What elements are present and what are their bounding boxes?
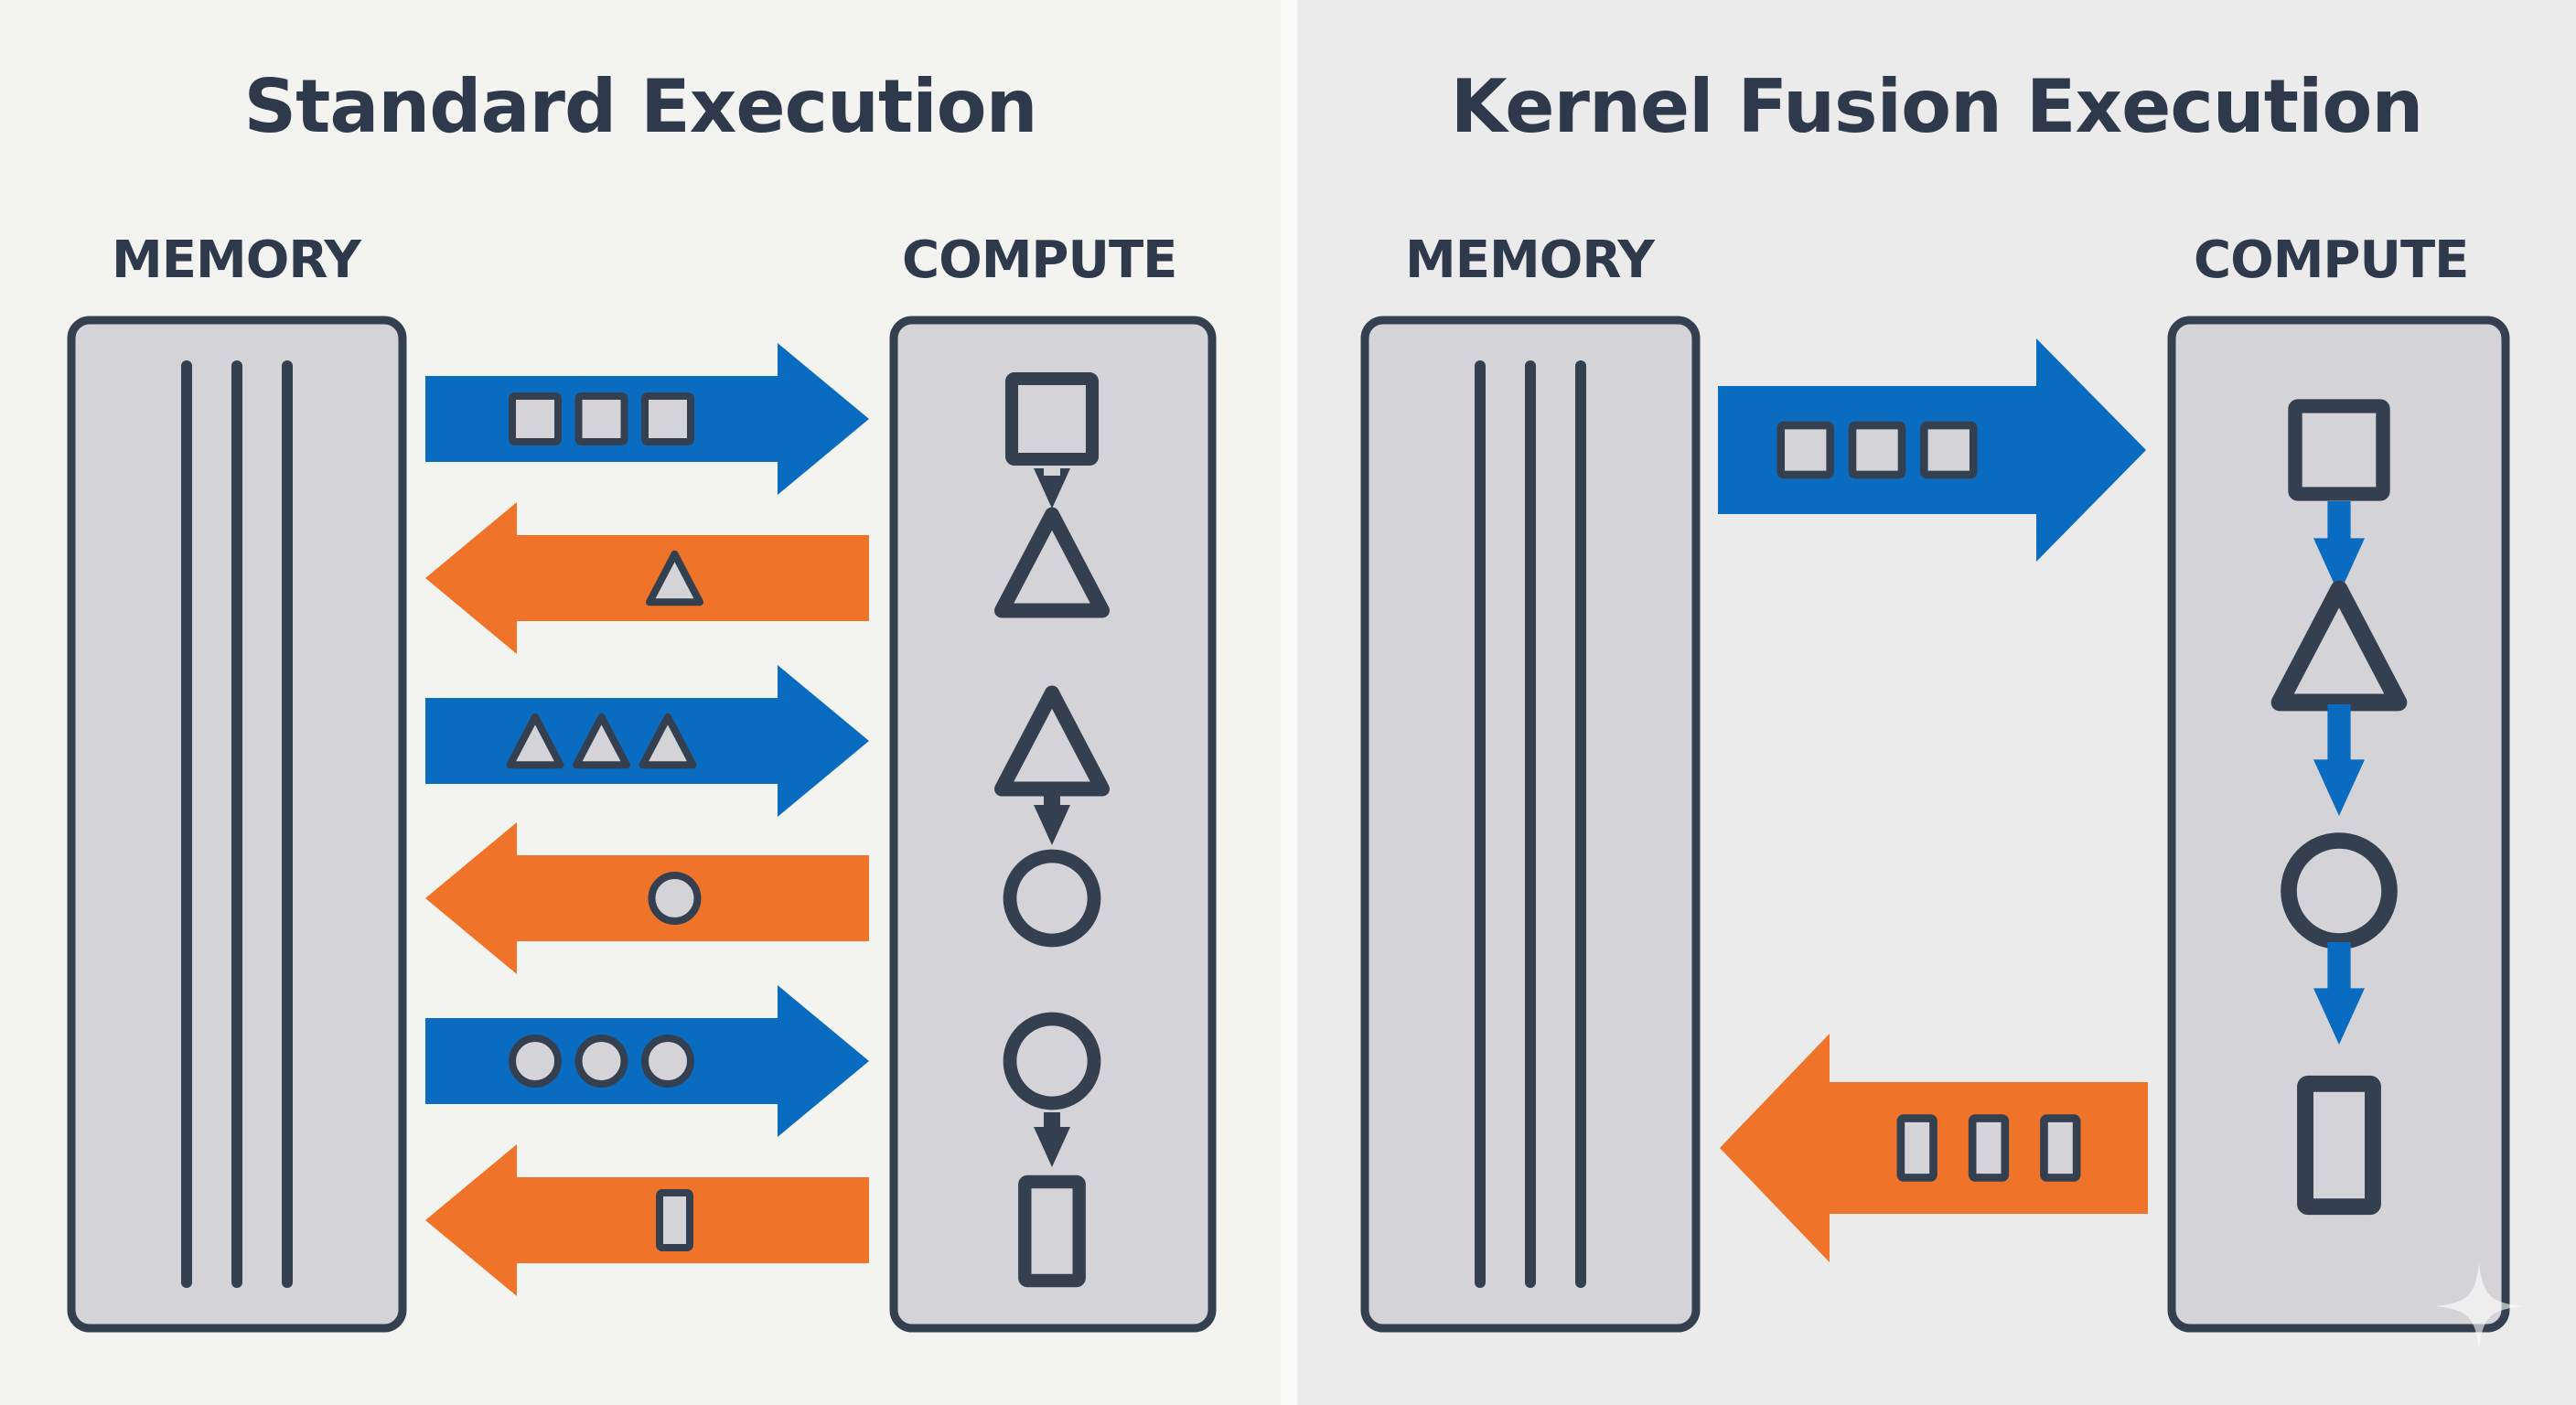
compute-step-triangle-icon <box>994 685 1110 797</box>
memory-block <box>1360 316 1701 1333</box>
sparkle-icon <box>2435 1262 2523 1350</box>
step-arrow-icon <box>2313 942 2365 1045</box>
step-arrow-icon <box>2313 501 2365 595</box>
payload-rectangle-icon <box>1968 1114 2010 1182</box>
payload-rectangle-icon <box>656 1189 693 1251</box>
payload-circle-icon <box>509 1035 562 1088</box>
step-arrow-icon-shape <box>1034 468 1070 509</box>
payload-square-icon <box>574 392 628 445</box>
transfer-arrow-orange <box>425 502 869 654</box>
compute-step-square-icon <box>2288 399 2390 501</box>
compute-step-triangle-icon <box>2270 580 2408 712</box>
step-arrow-icon-shape <box>1034 1112 1070 1167</box>
memory-label: MEMORY <box>112 231 361 290</box>
step-arrow-icon-shape <box>2313 704 2365 816</box>
compute-step-circle-icon <box>1003 849 1101 948</box>
step-arrow-icon-shape <box>1034 796 1070 845</box>
step-arrow-icon <box>2313 704 2365 816</box>
payload-circle-icon <box>648 872 702 925</box>
transfer-arrow-blue-shape <box>425 665 869 817</box>
payload-square-icon <box>641 392 694 445</box>
payload-square-icon <box>1848 421 1906 479</box>
compute-step-square-icon <box>1004 371 1100 467</box>
compute-label: COMPUTE <box>902 231 1177 290</box>
payload-square-icon <box>1776 421 1835 479</box>
step-arrow-icon <box>1034 796 1070 845</box>
step-arrow-icon-shape <box>2313 501 2365 595</box>
step-arrow-icon <box>1034 468 1070 509</box>
panel-title: Standard Execution <box>243 64 1037 149</box>
payload-square-icon <box>1919 421 1978 479</box>
transfer-arrow-blue <box>425 985 869 1137</box>
transfer-arrow-orange <box>1720 1034 2148 1262</box>
compute-block <box>2167 316 2510 1333</box>
compute-step-triangle-icon <box>994 507 1110 618</box>
payload-triangle-icon <box>573 713 630 769</box>
payload-triangle-icon <box>506 713 564 769</box>
transfer-arrow-orange-shape <box>425 822 869 974</box>
payload-triangle-icon <box>646 550 703 606</box>
transfer-arrow-orange <box>425 1144 869 1296</box>
payload-circle-icon <box>574 1035 628 1088</box>
panel-title: Kernel Fusion Execution <box>1450 64 2424 149</box>
memory-label: MEMORY <box>1405 231 1655 290</box>
memory-block <box>67 316 407 1333</box>
payload-rectangle-icon <box>2040 1114 2081 1182</box>
payload-circle-icon <box>641 1035 694 1088</box>
transfer-arrow-orange-shape <box>425 502 869 654</box>
step-arrow-icon-shape <box>2313 942 2365 1045</box>
compute-step-circle-icon <box>2281 832 2398 949</box>
transfer-arrow-blue <box>1718 338 2146 562</box>
compute-step-rectangle-icon <box>2297 1075 2381 1216</box>
compute-label: COMPUTE <box>2194 231 2469 290</box>
panel-divider <box>1281 0 1297 1405</box>
transfer-arrow-blue <box>425 665 869 817</box>
payload-rectangle-icon <box>1896 1114 1937 1182</box>
transfer-arrow-orange-shape <box>425 1144 869 1296</box>
transfer-arrow-blue <box>425 343 869 495</box>
step-arrow-icon <box>1034 1112 1070 1167</box>
compute-step-rectangle-icon <box>1018 1174 1086 1288</box>
transfer-arrow-orange <box>425 822 869 974</box>
payload-square-icon <box>509 392 562 445</box>
payload-triangle-icon <box>639 713 697 769</box>
compute-block-frame <box>2167 316 2510 1333</box>
compute-step-circle-icon <box>1003 1012 1101 1110</box>
